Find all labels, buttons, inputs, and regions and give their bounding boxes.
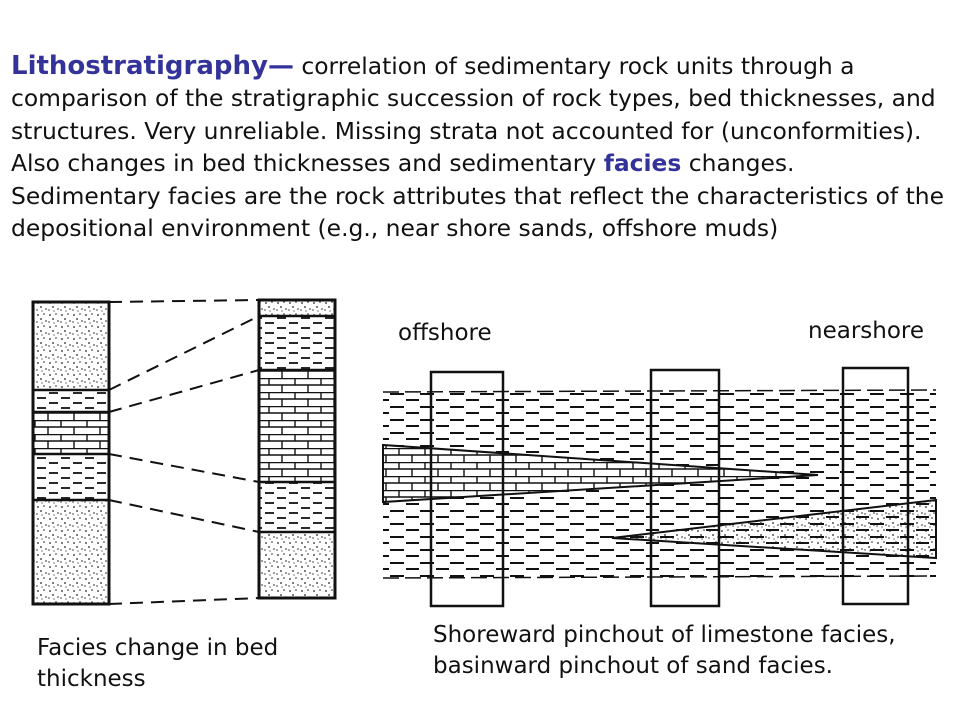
column-b-outline (257, 298, 337, 600)
column-b (257, 298, 337, 600)
description-paragraph: Lithostratigraphy— correlation of sedime… (11, 50, 951, 244)
term-lithostratigraphy: Lithostratigraphy— (11, 51, 294, 81)
column-a-sand-top (33, 302, 109, 390)
description-text-1: correlation of sedimentary rock units th… (11, 52, 936, 178)
column-a-shale-1 (33, 390, 109, 412)
sand-wedge (611, 498, 937, 560)
column-a-outline (31, 300, 111, 606)
caption-left: Facies change in bed thickness (37, 635, 279, 692)
well-middle (649, 368, 721, 608)
term-facies: facies (603, 149, 682, 178)
well-offshore (429, 370, 505, 608)
column-b-shale-2 (259, 482, 335, 532)
column-b-limestone (259, 370, 335, 482)
column-b-sand-top (259, 300, 335, 316)
correlation-lines (108, 299, 260, 605)
well-nearshore (841, 366, 910, 606)
caption-right: Shoreward pinchout of limestone facies, … (433, 622, 896, 679)
column-b-shale-1 (259, 316, 335, 370)
column-a-limestone (33, 412, 109, 454)
limestone-wedge (382, 443, 819, 504)
pinchout-diagram (382, 366, 937, 608)
description-text-2: changes. Sedimentary facies are the rock… (11, 149, 944, 243)
label-nearshore: nearshore (808, 318, 925, 344)
column-a-shale-2 (33, 454, 109, 500)
column-a (31, 300, 111, 606)
column-a-sand-bottom (33, 500, 109, 604)
column-b-sand-bottom (259, 532, 335, 598)
label-offshore: offshore (398, 320, 492, 346)
